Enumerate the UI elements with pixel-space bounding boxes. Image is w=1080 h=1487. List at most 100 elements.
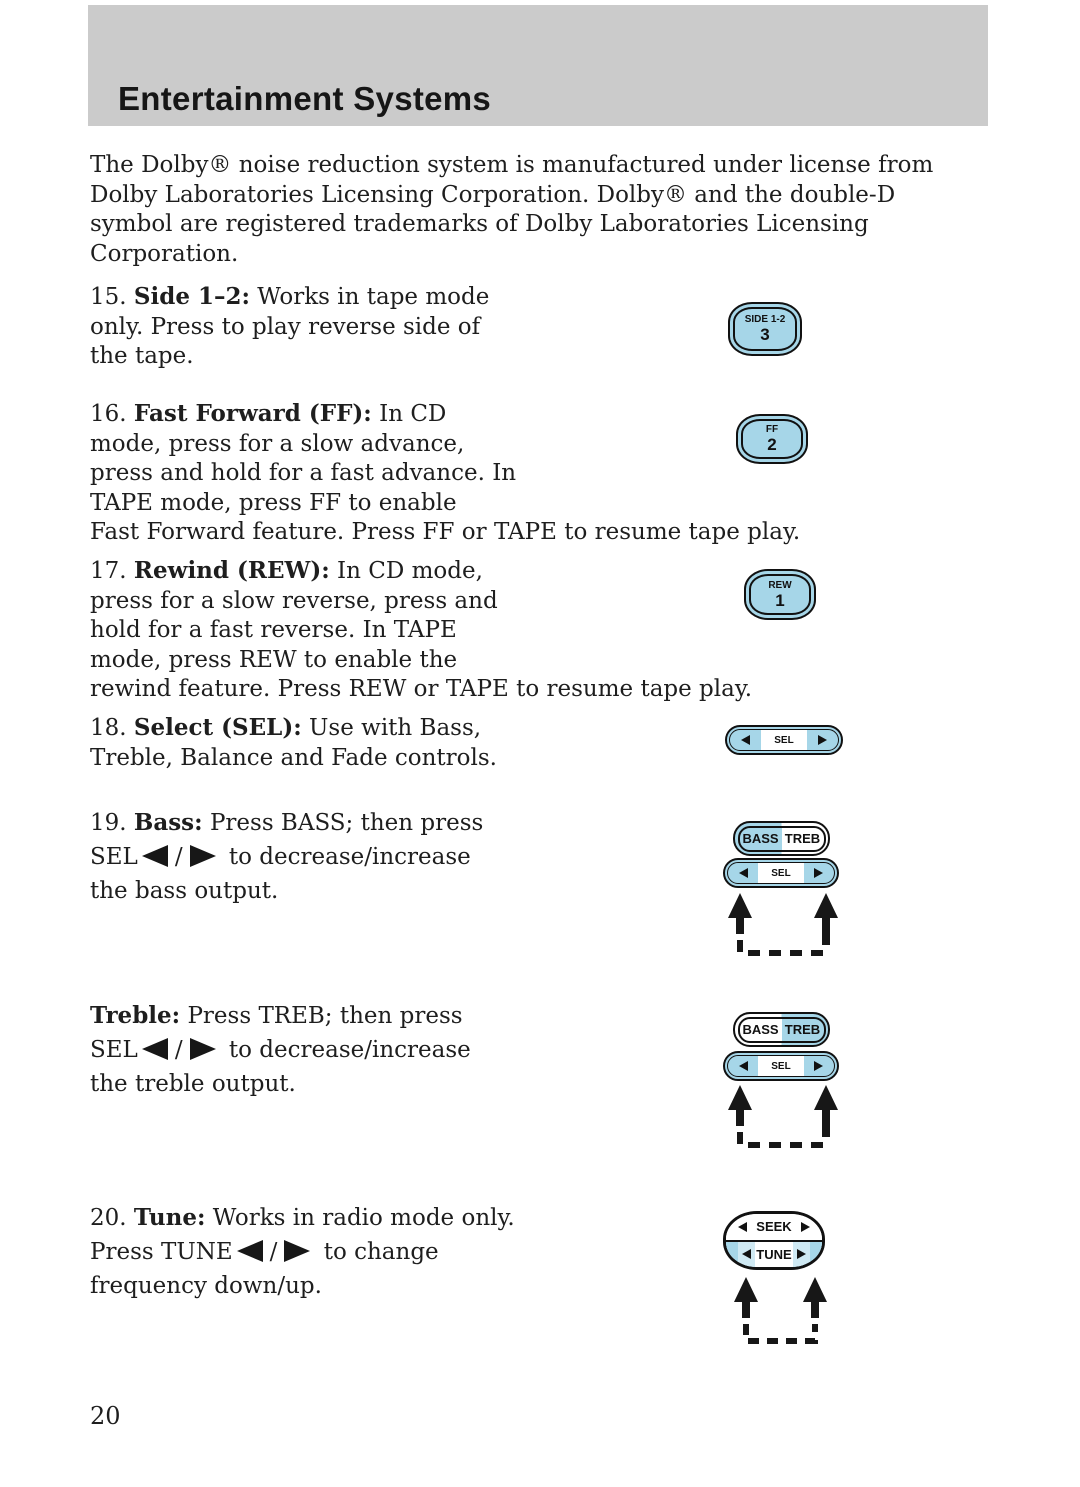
tune-right-arrow-zone [792,1241,810,1267]
tune-right-cap [810,1241,822,1267]
item-body-before-arrows: Press BASS; then press SEL [90,810,484,870]
item-number: 16. [90,401,127,427]
item-body: In CD mode, press for a slow reverse, pr… [90,558,753,702]
seek-tune-rocker-illustration: SEEK TUNE [723,1211,825,1270]
item-17-rewind-text: 17. Rewind (REW): In CD mode, press for … [90,556,910,705]
item-number: 20. [90,1205,127,1231]
left-arrow-icon [742,1249,752,1260]
left-arrow-icon [738,868,748,878]
ff-button-number: 2 [767,435,777,454]
sel-center-zone: SEL [758,863,804,883]
sel-right-zone [807,730,838,750]
ff-button-face: FF 2 [741,419,803,459]
ff-button-illustration: FF 2 [736,414,808,464]
item-body-after-arrows: to change frequency down/up. [90,1239,439,1299]
tune-label: TUNE [756,1246,792,1262]
left-arrow-icon [738,1221,748,1232]
page-title: Entertainment Systems [118,80,492,117]
right-arrow-icon [189,845,216,867]
item-treble-text: Treble: Press TREB; then press SEL/ to d… [90,999,690,1101]
tune-up-arrows-diagram [734,1277,827,1344]
bass-treb-button-illustration-treb-highlighted: BASS TREB [733,1012,830,1047]
sel-label: SEL [774,734,794,746]
up-arrow-icon [803,1277,827,1318]
left-arrow-icon [740,735,750,745]
item-body-after-arrows: to decrease/increase the treble output. [90,1037,471,1097]
arrow-slash: / [174,1037,183,1063]
arrow-slash: / [269,1239,278,1265]
sel-rocker-face: SEL [729,729,839,751]
item-20-tune-text: 20. Tune: Works in radio mode only. Pres… [90,1201,690,1303]
left-arrow-icon [236,1240,263,1262]
sel-label: SEL [771,867,791,879]
rew-button-label: REW [768,579,792,591]
item-18-select-text: 18. Select (SEL): Use with Bass, Treble,… [90,713,730,773]
rew-button-face: REW 1 [749,574,811,615]
sel-rocker-face: SEL [727,1055,835,1077]
tune-left-arrow-zone [738,1241,756,1267]
sel-center-zone: SEL [758,1056,804,1076]
up-arrow-icon [728,1085,752,1126]
item-number: 19. [90,810,127,836]
item-number: 18. [90,715,127,741]
ff-button-label: FF [765,424,779,435]
sel-right-zone [804,863,834,883]
item-title: Rewind (REW): [133,557,330,584]
item-body: Use with Bass, Treble, Balance and Fade … [90,715,497,771]
item-body: Works in tape mode only. Press to play r… [90,284,490,369]
tune-left-cap [726,1241,738,1267]
item-title: Fast Forward (FF): [133,400,372,427]
item-body-after-arrows: to decrease/increase the bass output. [90,844,471,904]
side-1-2-button-face: SIDE 1-2 3 [733,307,797,351]
dashed-connector [737,1132,826,1148]
tune-row: TUNE [726,1239,822,1267]
item-body: In CD mode, press for a slow advance, pr… [90,401,801,545]
item-title: Select (SEL): [133,714,302,741]
sel-rocker-illustration: SEL [723,858,839,888]
right-arrow-icon [800,1221,810,1232]
left-right-arrows-icon: / [141,1033,216,1067]
sel-rocker-face: SEL [727,862,835,884]
side-1-2-button-label: SIDE 1-2 [744,314,786,325]
right-arrow-icon [814,868,824,878]
sel-center-zone: SEL [760,730,808,750]
left-arrow-icon [141,1038,168,1060]
sel-left-zone [730,730,761,750]
tune-center-zone: TUNE [755,1241,793,1267]
rew-button-illustration: REW 1 [744,569,816,620]
item-title: Treble: [90,1002,181,1029]
item-title: Bass: [133,809,203,836]
rew-button-number: 1 [775,590,785,610]
intro-paragraph: The Dolby® noise reduction system is man… [90,151,1000,269]
sel-right-zone [804,1056,834,1076]
left-arrow-icon [738,1061,748,1071]
dashed-connector [743,1324,818,1344]
bass-treb-button-face: BASS TREB [737,1016,826,1043]
right-arrow-icon [796,1249,806,1260]
side-1-2-button-number: 3 [760,325,770,344]
sel-left-zone [728,1056,758,1076]
bass-up-arrows-diagram [728,893,838,956]
header-band: Entertainment Systems [88,5,988,126]
bass-treb-button-illustration-bass-highlighted: BASS TREB [733,821,830,856]
bass-half: BASS [742,1022,779,1037]
treb-half: TREB [784,831,821,846]
left-arrow-icon [141,845,168,867]
item-body-before-arrows: Works in radio mode only. Press TUNE [90,1205,515,1265]
item-body-before-arrows: Press TREB; then press SEL [90,1003,463,1063]
arrow-slash: / [174,844,183,870]
intro-text: The Dolby® noise reduction system is man… [90,152,934,267]
right-arrow-icon [284,1240,311,1262]
up-arrow-icon [734,1277,758,1318]
item-number: 15. [90,284,127,310]
item-number: 17. [90,558,127,584]
item-title: Side 1–2: [133,283,250,310]
page-number: 20 [90,1402,121,1430]
sel-label: SEL [771,1060,791,1072]
right-arrow-icon [818,735,828,745]
seek-label: SEEK [756,1219,792,1235]
item-19-bass-text: 19. Bass: Press BASS; then press SEL/ to… [90,806,690,908]
right-arrow-icon [814,1061,824,1071]
sel-rocker-illustration: SEL [723,1051,839,1081]
